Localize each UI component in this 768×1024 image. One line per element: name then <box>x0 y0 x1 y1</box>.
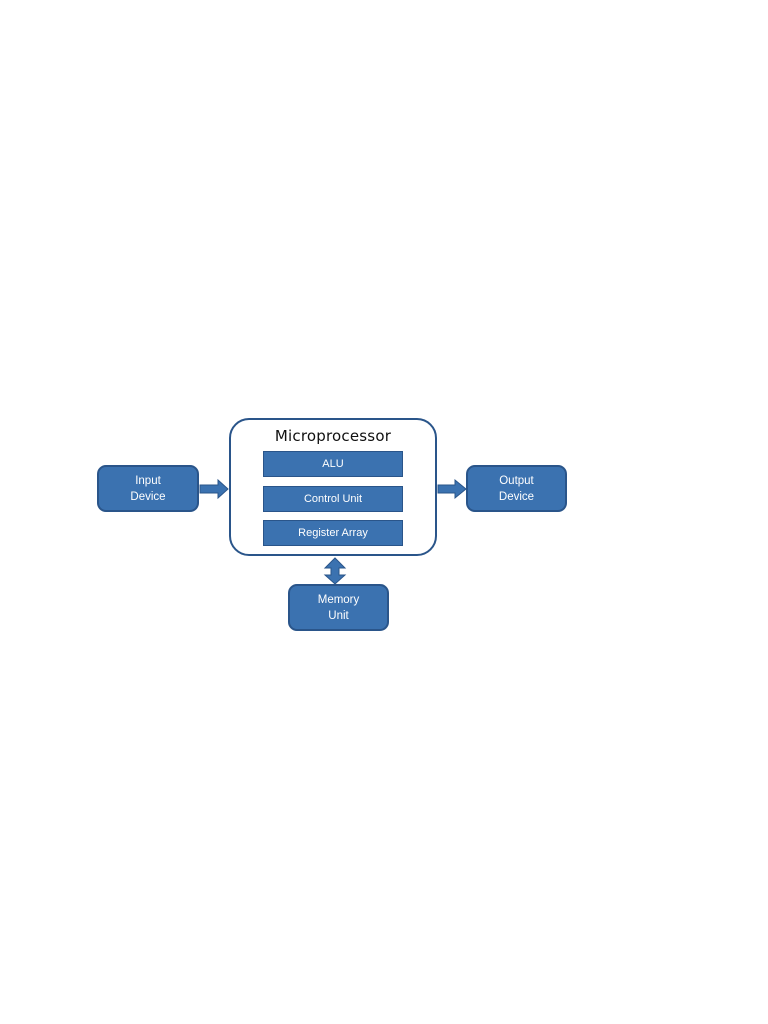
memory-unit-label-line1: Memory <box>317 593 360 606</box>
register-array-unit: Register Array <box>263 520 403 546</box>
input-device-label-line2: Device <box>130 490 166 503</box>
microprocessor-box: Microprocessor ALU Control Unit Register… <box>229 418 437 556</box>
microprocessor-title: Microprocessor <box>274 427 392 445</box>
arrow-cpu-memory-bidirectional <box>323 557 347 585</box>
control-unit: Control Unit <box>263 486 403 512</box>
memory-unit-label-line2: Unit <box>328 609 349 622</box>
memory-unit-box: Memory Unit <box>288 584 389 631</box>
output-device-label-line2: Device <box>498 490 535 503</box>
output-device-box: Output Device <box>466 465 567 512</box>
output-device-label-line1: Output <box>499 474 534 487</box>
input-device-label-line1: Input <box>135 474 161 487</box>
arrow-input-to-cpu <box>199 478 229 500</box>
alu-unit: ALU <box>263 451 403 477</box>
arrow-cpu-to-output <box>437 478 467 500</box>
input-device-box: Input Device <box>97 465 199 512</box>
